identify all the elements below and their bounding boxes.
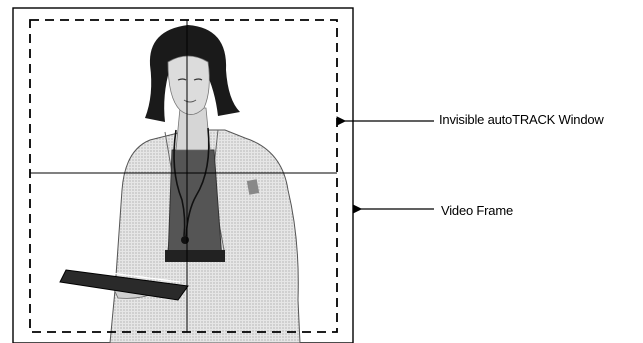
stethoscope-chestpiece	[181, 236, 189, 244]
face	[168, 56, 209, 115]
dark-shirt	[168, 150, 222, 260]
video-frame-label: Video Frame	[441, 203, 513, 218]
tracking-window-label: Invisible autoTRACK Window	[439, 112, 604, 127]
belt	[165, 250, 225, 262]
person-illustration	[60, 25, 300, 343]
